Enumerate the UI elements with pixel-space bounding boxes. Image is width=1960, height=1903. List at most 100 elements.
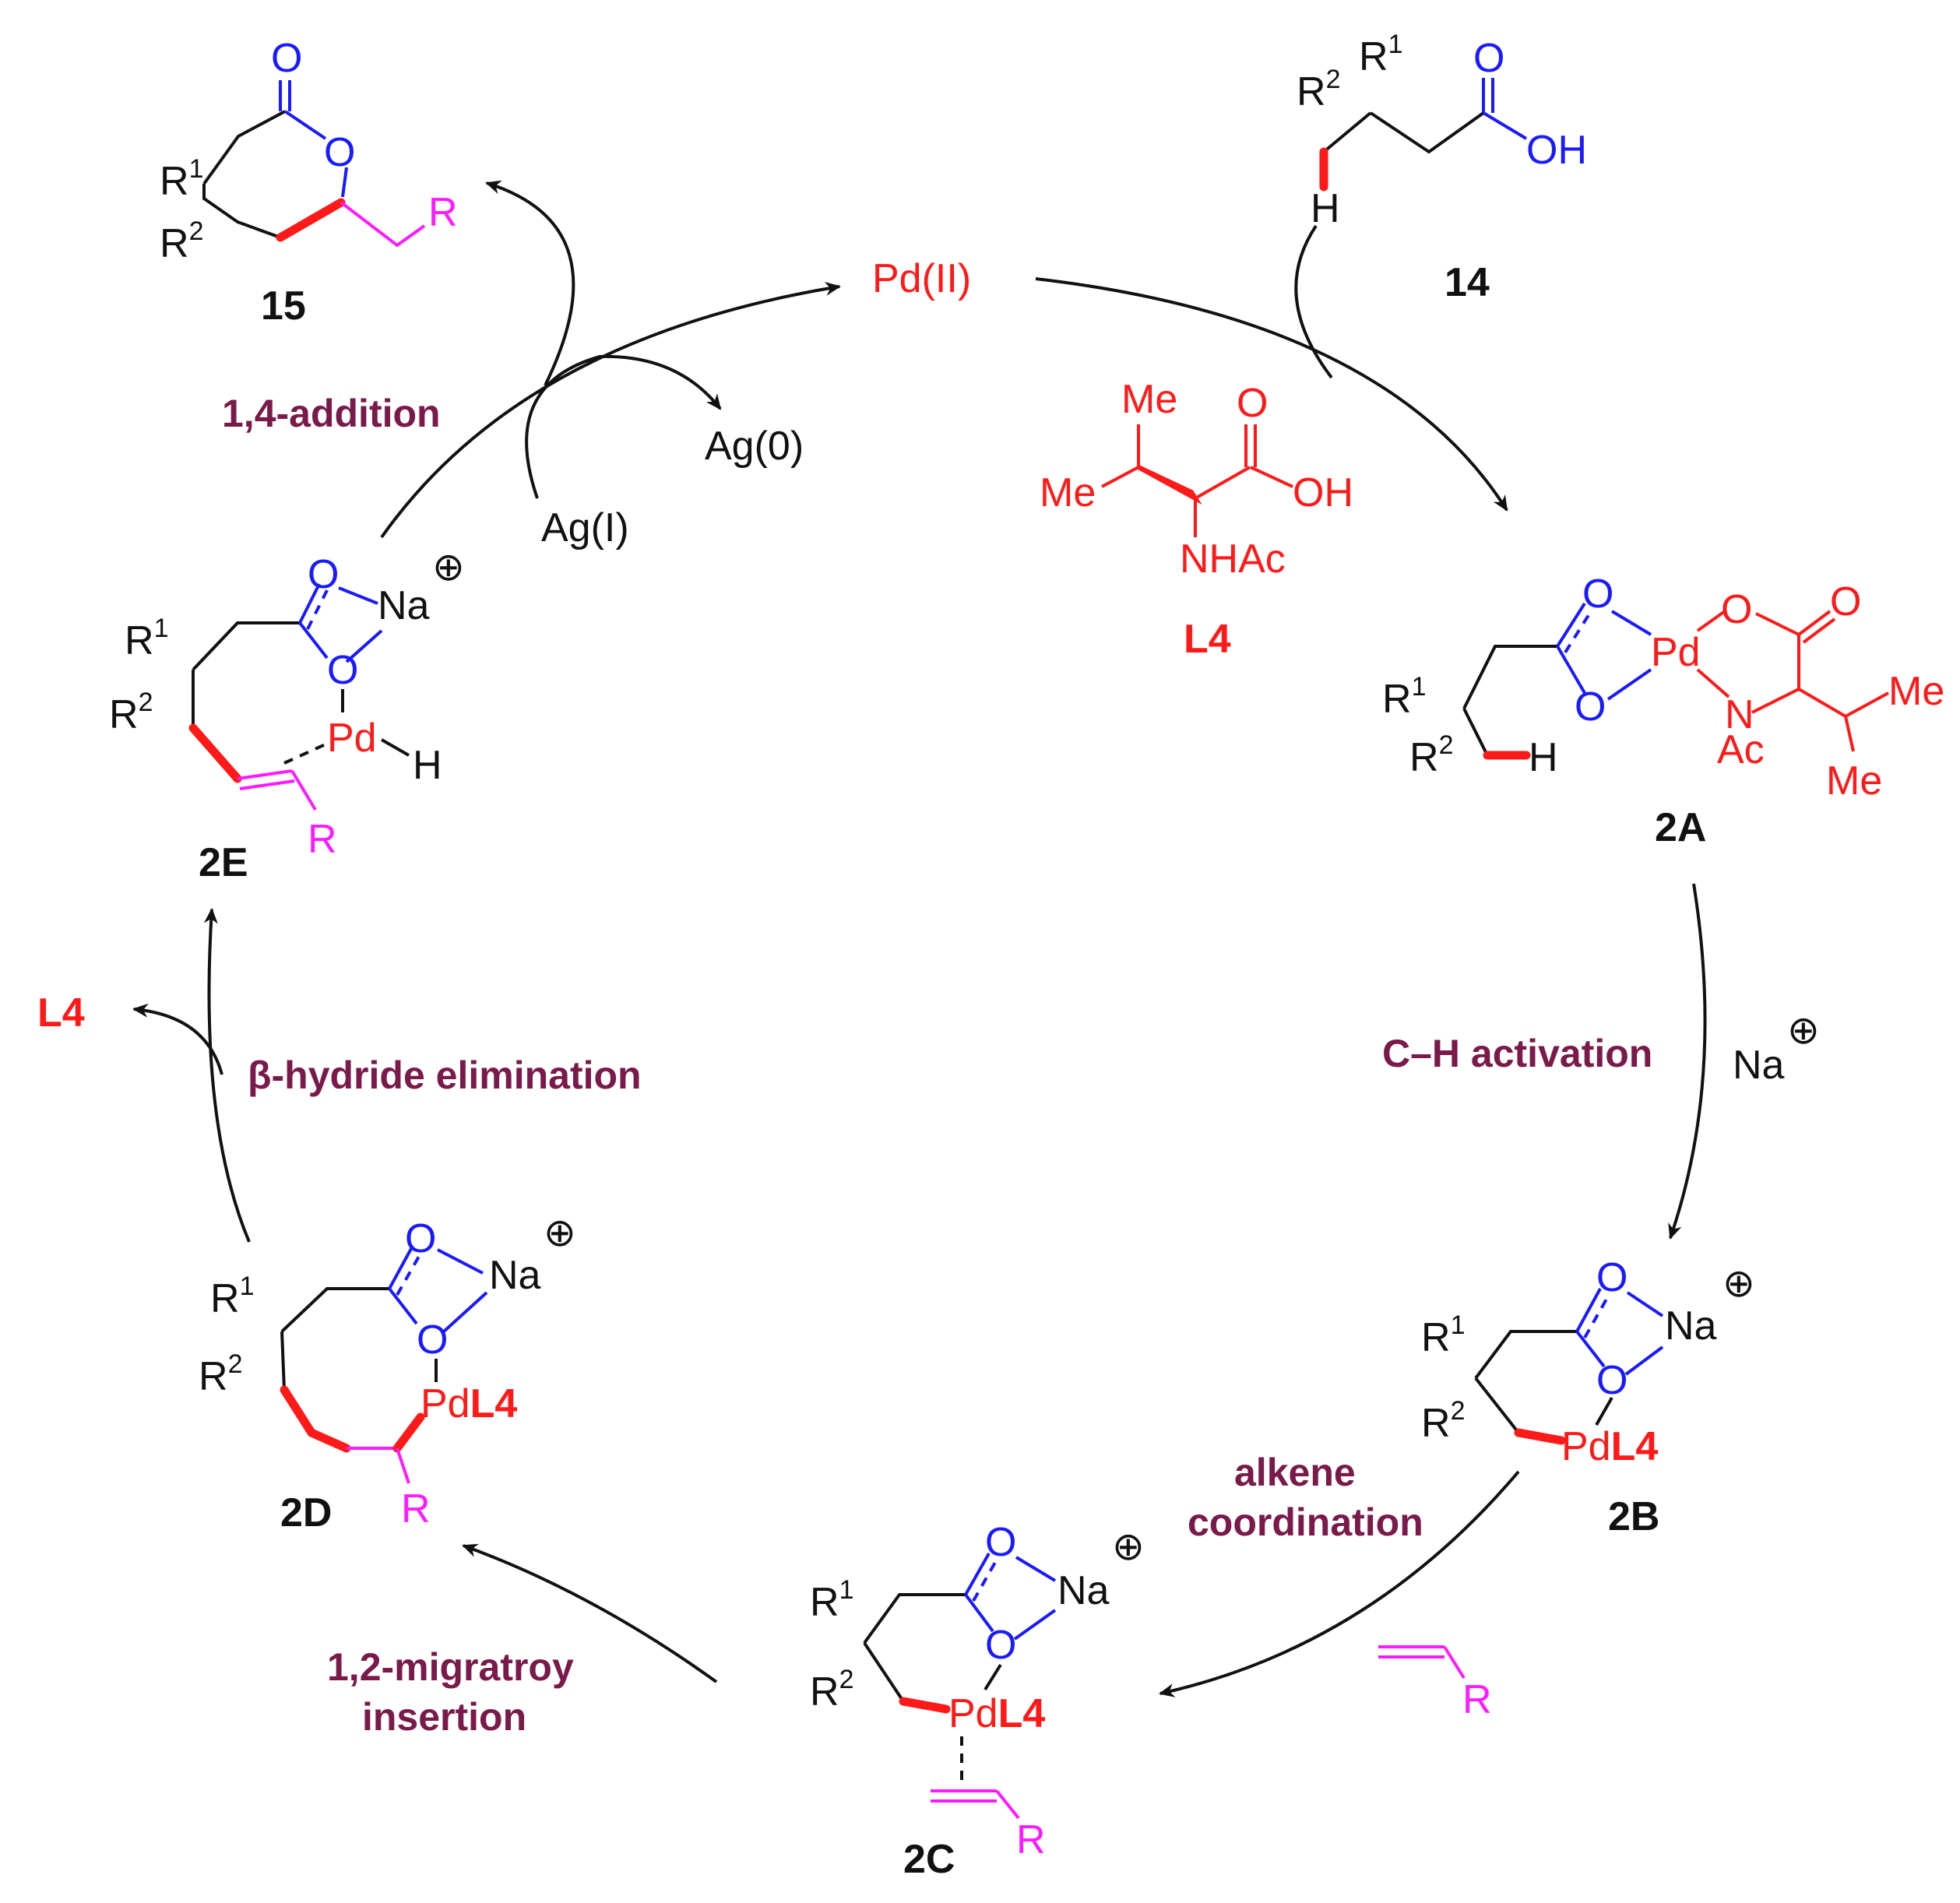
arrow-14-in	[1294, 224, 1333, 379]
arrow-ag1-to-ag0	[525, 354, 722, 499]
svg-text:R2: R2	[109, 688, 153, 737]
label-2e: 2E	[199, 840, 248, 885]
step-insertion-1: 1,2-migratroy	[327, 1645, 574, 1689]
label-l4: L4	[1184, 617, 1231, 662]
svg-text:R2: R2	[1409, 730, 1453, 780]
step-labels: 1,4-addition C–H activation alkene coord…	[222, 392, 1652, 1739]
svg-text:R1: R1	[1421, 1310, 1465, 1360]
svg-text:O: O	[324, 130, 355, 175]
svg-text:O: O	[1575, 684, 1606, 730]
ligand-l4: Me Me O OH NHAc L4	[1040, 377, 1353, 662]
svg-text:R1: R1	[125, 614, 168, 663]
svg-text:OH: OH	[1526, 128, 1587, 173]
complex-2d: R1 R2 R O O Na ⊕ PdL4 2D	[199, 1210, 576, 1535]
svg-text:NHAc: NHAc	[1180, 536, 1286, 582]
svg-text:R2: R2	[160, 216, 203, 266]
svg-text:Me: Me	[1040, 470, 1096, 515]
svg-text:R2: R2	[1421, 1396, 1465, 1446]
svg-text:O: O	[1596, 1358, 1627, 1403]
svg-text:R1: R1	[810, 1575, 853, 1625]
compound-14: R1 R2 O OH H 14	[1297, 30, 1587, 305]
step-insertion-2: insertion	[362, 1695, 526, 1739]
arrow-2c-to-2d	[462, 1543, 718, 1683]
svg-text:Na: Na	[1057, 1568, 1110, 1613]
svg-text:Me: Me	[1888, 669, 1944, 714]
svg-text:Me: Me	[1121, 377, 1177, 422]
alkene-reagent: R	[1378, 1645, 1492, 1722]
step-coordination-1: alkene	[1234, 1451, 1356, 1494]
label-14: 14	[1444, 260, 1490, 305]
arrow-2e-to-pd	[380, 282, 841, 539]
step-addition: 1,4-addition	[222, 392, 441, 435]
svg-text:O: O	[1473, 36, 1504, 81]
arrow-2a-to-2b	[1668, 883, 1707, 1240]
svg-text:R: R	[401, 1486, 431, 1532]
arrow-pd-to-2a	[1035, 277, 1508, 512]
svg-text:Ac: Ac	[1717, 727, 1765, 772]
svg-text:PdL4: PdL4	[948, 1691, 1045, 1736]
svg-text:O: O	[985, 1520, 1016, 1565]
step-elimination: β-hydride elimination	[248, 1054, 642, 1097]
label-2a: 2A	[1655, 805, 1706, 850]
arrow-to-15	[485, 180, 575, 386]
label-2c: 2C	[903, 1837, 955, 1882]
svg-text:O: O	[1237, 381, 1268, 426]
svg-text:⊕: ⊕	[432, 544, 465, 589]
step-coordination-2: coordination	[1188, 1500, 1423, 1544]
compound-15: O O R R1 R2 15	[160, 36, 458, 329]
arrow-2d-to-2e	[203, 908, 251, 1243]
complex-2c: R1 R2 O O Na ⊕ PdL4 R 2C	[810, 1520, 1145, 1882]
svg-text:R1: R1	[210, 1272, 254, 1321]
svg-text:Na: Na	[378, 583, 430, 628]
svg-text:R2: R2	[199, 1349, 242, 1399]
free-species: Pd(II) Ag(0) Ag(I) L4 Na ⊕	[37, 256, 1820, 1088]
svg-text:R: R	[308, 817, 337, 862]
svg-text:Na: Na	[1733, 1043, 1785, 1088]
svg-text:O: O	[985, 1623, 1016, 1668]
svg-text:OH: OH	[1293, 470, 1353, 515]
svg-text:⊕: ⊕	[1112, 1524, 1145, 1569]
svg-text:⊕: ⊕	[544, 1210, 576, 1255]
svg-text:H: H	[413, 743, 442, 788]
svg-text:O: O	[417, 1317, 448, 1363]
svg-text:R2: R2	[1297, 65, 1340, 114]
ag0-label: Ag(0)	[705, 424, 804, 469]
complex-2e: R1 R2 R O O Na ⊕ Pd H 2E	[109, 544, 465, 885]
arrow-release-l4	[132, 1003, 223, 1075]
svg-text:R2: R2	[810, 1665, 853, 1715]
svg-text:R1: R1	[1382, 672, 1426, 722]
svg-text:N: N	[1725, 692, 1754, 737]
label-2d: 2D	[280, 1490, 332, 1535]
svg-text:O: O	[1582, 572, 1613, 617]
svg-text:Na: Na	[489, 1253, 541, 1298]
complex-2a: R1 R2 H O O Pd O O N Ac Me Me 2A	[1382, 572, 1944, 850]
svg-text:R: R	[428, 190, 458, 235]
svg-text:R: R	[1016, 1817, 1046, 1863]
svg-text:O: O	[271, 36, 302, 81]
step-activation: C–H activation	[1382, 1032, 1652, 1075]
ag1-label: Ag(I)	[541, 505, 629, 550]
arrow-2b-to-2c	[1159, 1470, 1520, 1697]
svg-text:H: H	[1529, 735, 1558, 780]
svg-text:⊕: ⊕	[1787, 1008, 1820, 1053]
svg-text:O: O	[1596, 1255, 1627, 1300]
cycle-arrows	[132, 180, 1707, 1697]
complex-2b: R1 R2 O O Na ⊕ PdL4 2B	[1421, 1255, 1755, 1539]
svg-text:PdL4: PdL4	[1561, 1424, 1658, 1469]
svg-text:R1: R1	[1359, 30, 1402, 79]
svg-text:Na: Na	[1665, 1303, 1717, 1349]
svg-text:Me: Me	[1826, 758, 1882, 804]
pd-ii-label: Pd(II)	[872, 256, 971, 301]
svg-text:O: O	[1721, 587, 1752, 632]
label-2b: 2B	[1608, 1494, 1659, 1539]
svg-text:Pd: Pd	[327, 716, 377, 761]
svg-text:O: O	[1830, 579, 1861, 624]
svg-text:⊕: ⊕	[1722, 1261, 1755, 1306]
svg-text:O: O	[405, 1216, 436, 1261]
sodium-cation-right: Na ⊕	[1733, 1008, 1820, 1088]
svg-text:R: R	[1462, 1677, 1492, 1722]
svg-text:Pd: Pd	[1651, 630, 1701, 675]
l4-released-label: L4	[37, 990, 85, 1036]
